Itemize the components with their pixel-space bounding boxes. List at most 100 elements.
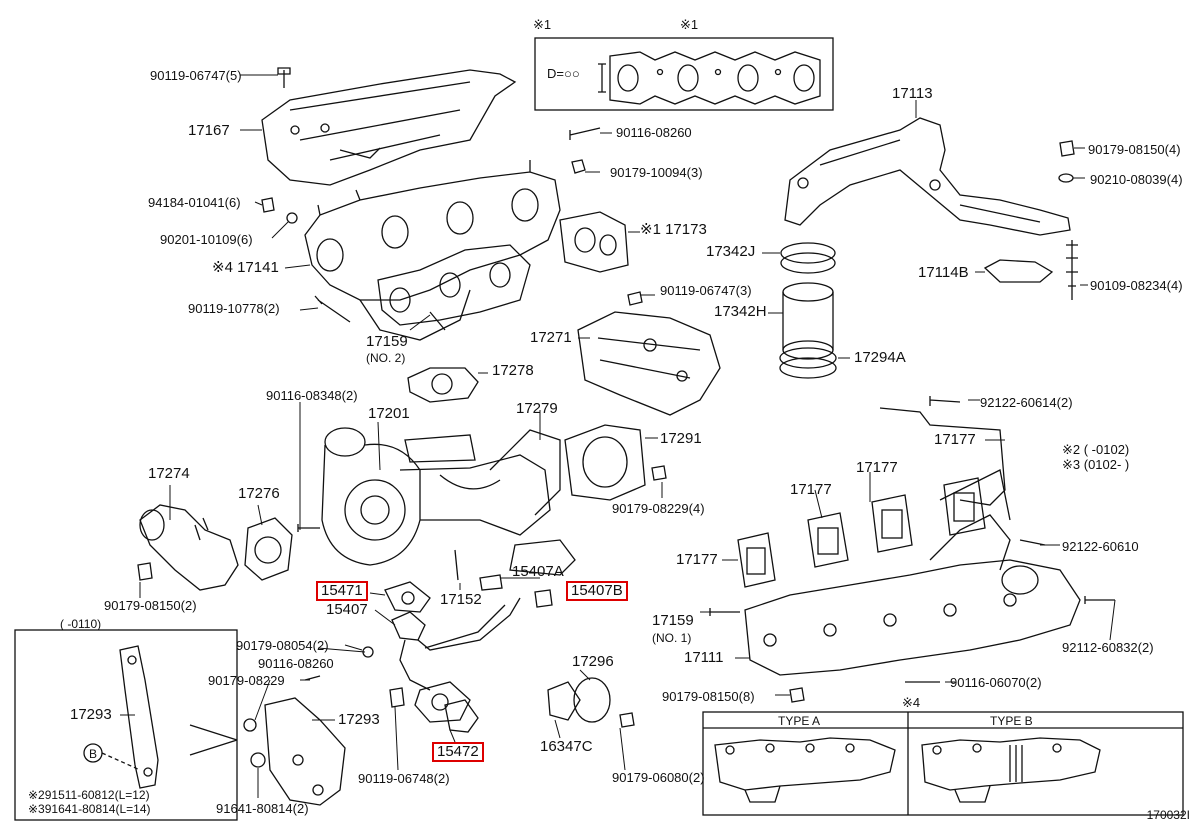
part-label[interactable]: 17159 <box>366 333 408 350</box>
part-label[interactable]: 92112-60832(2) <box>1062 640 1154 655</box>
stud-17152 <box>454 549 459 581</box>
inset-box <box>14 629 238 821</box>
bolt-90119-10778 <box>314 295 351 323</box>
part-label: (NO. 1) <box>652 631 692 645</box>
part-label[interactable]: 17177 <box>934 431 976 448</box>
part-label[interactable]: 17293 <box>70 706 112 723</box>
stud-92122-60610 <box>1019 539 1046 546</box>
gasket-15471 <box>384 581 431 613</box>
part-label[interactable]: 90119-06747(3) <box>660 283 752 298</box>
clamp-17342J <box>780 242 836 274</box>
nut-90179-08229 <box>243 718 257 732</box>
part-label[interactable]: 17294A <box>854 349 906 366</box>
part-label[interactable]: 17159 <box>652 612 694 629</box>
type-b-label: TYPE B <box>990 714 1033 728</box>
part-label[interactable]: 90116-08260 <box>258 656 334 671</box>
part-label[interactable]: 90116-08348(2) <box>266 388 358 403</box>
part-label[interactable]: 90179-08229 <box>208 673 285 688</box>
pipe-15407 <box>391 597 521 691</box>
part-label[interactable]: 90179-08229(4) <box>612 501 705 516</box>
part-label-highlighted[interactable]: 15471 <box>316 581 368 601</box>
nut-90179-08150-4 <box>1059 140 1075 157</box>
range-note: ( -0110) <box>60 617 102 631</box>
part-label[interactable]: 17177 <box>676 551 718 568</box>
gasket-17278 <box>407 367 479 403</box>
part-label[interactable]: 90201-10109(6) <box>160 232 253 247</box>
part-label[interactable]: 17342H <box>714 303 767 320</box>
part-label[interactable]: 17293 <box>338 711 380 728</box>
nut-94184 <box>261 197 275 213</box>
note-1-top: ※1 <box>680 17 699 32</box>
part-label[interactable]: 90116-08260 <box>616 125 692 140</box>
gasket-17173-detail <box>598 51 821 105</box>
part-label[interactable]: 90119-10778(2) <box>188 301 280 316</box>
clamp-17294A <box>779 347 837 379</box>
part-label[interactable]: ※4 17141 <box>212 259 279 276</box>
part-label[interactable]: 90116-06070(2) <box>950 675 1042 690</box>
part-label[interactable]: 17167 <box>188 122 230 139</box>
part-label[interactable]: 90179-08150(8) <box>662 689 755 704</box>
stud-92122-60614 <box>929 396 961 406</box>
gasket-17177-b <box>807 512 849 568</box>
stud-90116-08260 <box>569 127 601 140</box>
part-label[interactable]: 92122-60614(2) <box>980 395 1073 410</box>
turbo-insulator-17271 <box>577 311 721 416</box>
part-label[interactable]: 17296 <box>572 653 614 670</box>
exhaust-manifold-17111 <box>744 469 1081 676</box>
nut-90179-10094 <box>571 159 586 174</box>
part-label[interactable]: 16347C <box>540 738 593 755</box>
bolt-91641 <box>250 752 266 768</box>
stud-90109-08234 <box>1066 240 1078 300</box>
nut-15407B <box>534 589 553 608</box>
stud-92112-60832 <box>1084 596 1115 604</box>
part-label[interactable]: 17271 <box>530 329 572 346</box>
part-label[interactable]: 17278 <box>492 362 534 379</box>
part-label[interactable]: 90109-08234(4) <box>1090 278 1183 293</box>
nut-90179-08229 <box>651 465 667 481</box>
nut-90179-08150 <box>137 562 153 581</box>
part-label[interactable]: 17274 <box>148 465 190 482</box>
washer-90201 <box>286 212 298 224</box>
part-label[interactable]: 15407 <box>326 601 368 618</box>
type-b-manifold <box>921 737 1101 803</box>
part-label[interactable]: 17201 <box>368 405 410 422</box>
note-4: ※4 <box>902 695 921 710</box>
part-label[interactable]: 90179-08150(4) <box>1088 142 1181 157</box>
part-label[interactable]: 17114B <box>918 264 969 281</box>
part-label[interactable]: 17177 <box>790 481 832 498</box>
part-label[interactable]: 90119-06748(2) <box>358 771 450 786</box>
part-label[interactable]: 90179-10094(3) <box>610 165 703 180</box>
note-3: ※3 (0102- ) <box>1062 457 1130 472</box>
part-label[interactable]: 17111 <box>684 649 724 666</box>
part-label[interactable]: 17279 <box>516 400 558 417</box>
part-label[interactable]: 90179-06080(2) <box>612 770 705 785</box>
part-label[interactable]: 90179-08150(2) <box>104 598 197 613</box>
part-label[interactable]: 92122-60610 <box>1062 539 1139 554</box>
part-label[interactable]: ※291511-60812(L=12) <box>28 788 150 802</box>
part-label[interactable]: 17177 <box>856 459 898 476</box>
part-label[interactable]: 17342J <box>706 243 756 260</box>
part-label-highlighted[interactable]: 15407B <box>566 581 628 601</box>
gasket-17296 <box>573 677 611 723</box>
turbocharger-17201 <box>321 427 576 576</box>
exhaust-manifold-17141 <box>304 160 561 341</box>
part-label[interactable]: 94184-01041(6) <box>148 195 241 210</box>
part-label[interactable]: 17113 <box>892 85 933 102</box>
heat-insulator-17167 <box>261 67 517 186</box>
part-label[interactable]: 17291 <box>660 430 702 447</box>
part-label[interactable]: ※1 17173 <box>640 221 707 238</box>
part-label[interactable]: ※391641-80814(L=14) <box>28 802 151 816</box>
part-label[interactable]: 17276 <box>238 485 280 502</box>
part-label[interactable]: 90179-08054(2) <box>236 638 329 653</box>
part-label[interactable]: 17152 <box>440 591 482 608</box>
part-label[interactable]: 90210-08039(4) <box>1090 172 1183 187</box>
gasket-17276 <box>244 517 293 581</box>
outlet-elbow <box>509 539 576 576</box>
stud <box>429 311 446 331</box>
part-label-highlighted[interactable]: 15472 <box>432 742 484 762</box>
part-label[interactable]: 15407A <box>512 563 564 580</box>
part-label[interactable]: 91641-80814(2) <box>216 801 309 816</box>
gasket-dimension-label: D=○○ <box>547 66 580 81</box>
part-label[interactable]: 90119-06747(5) <box>150 68 242 83</box>
